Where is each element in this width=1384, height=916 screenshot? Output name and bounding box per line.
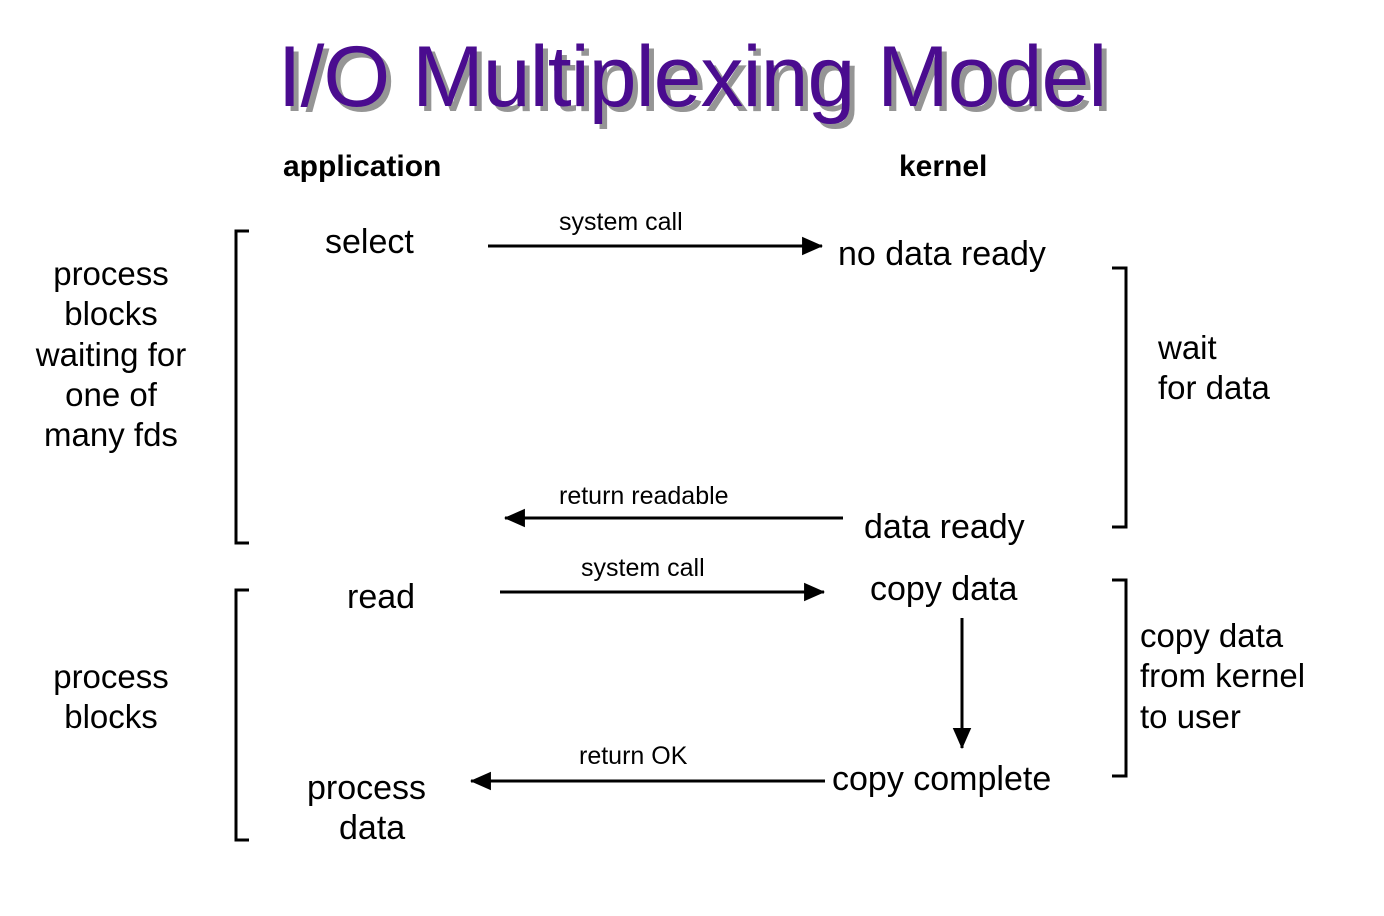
column-header-application: application	[283, 150, 442, 183]
arrow-label-system-call-1: system call	[559, 208, 683, 236]
annotation-right-bottom-line2: from kernel	[1140, 657, 1306, 695]
bracket-left-bottom	[234, 588, 249, 842]
node-no-data-ready: no data ready	[838, 235, 1046, 273]
arrow-label-return-ok: return OK	[579, 742, 688, 770]
column-header-kernel: kernel	[899, 150, 988, 183]
bracket-left-top	[234, 229, 249, 545]
arrow-label-return-readable: return readable	[559, 482, 729, 510]
node-process-data: process data	[307, 769, 426, 849]
node-process-data-line1: process	[307, 769, 427, 807]
node-select: select	[325, 223, 414, 261]
annotation-left-bottom-line2: blocks	[64, 698, 158, 736]
arrow-label-system-call-2: system call	[581, 554, 705, 582]
node-copy-complete: copy complete	[832, 760, 1052, 798]
annotation-left-top-line5: many fds	[44, 416, 178, 453]
node-read: read	[347, 578, 416, 616]
annotation-left-top-line4: one of	[65, 375, 157, 413]
annotation-right-top-line1: wait	[1158, 329, 1217, 366]
bracket-right-bottom	[1112, 578, 1128, 778]
annotation-left-top-line1: process	[53, 255, 169, 292]
annotation-left-top-line3: waiting for	[35, 335, 187, 373]
node-data-ready: data ready	[864, 508, 1025, 546]
annotation-right-bottom: copy data from kernel to user	[1140, 616, 1305, 737]
annotation-left-bottom: process blocks	[0, 657, 222, 738]
annotation-right-top: wait for data	[1158, 328, 1270, 409]
annotation-left-bottom-line1: process	[53, 658, 169, 695]
annotation-left-top-line2: blocks	[64, 295, 158, 333]
annotation-right-bottom-line1: copy data	[1140, 617, 1284, 654]
bracket-right-top	[1112, 266, 1128, 529]
annotation-left-top: process blocks waiting for one of many f…	[0, 254, 222, 455]
node-copy-data: copy data	[870, 570, 1018, 608]
node-process-data-line2: data	[339, 808, 406, 847]
annotation-right-bottom-line3: to user	[1140, 697, 1241, 735]
page-title: I/O Multiplexing Model	[277, 29, 1108, 125]
annotation-right-top-line2: for data	[1158, 369, 1270, 407]
